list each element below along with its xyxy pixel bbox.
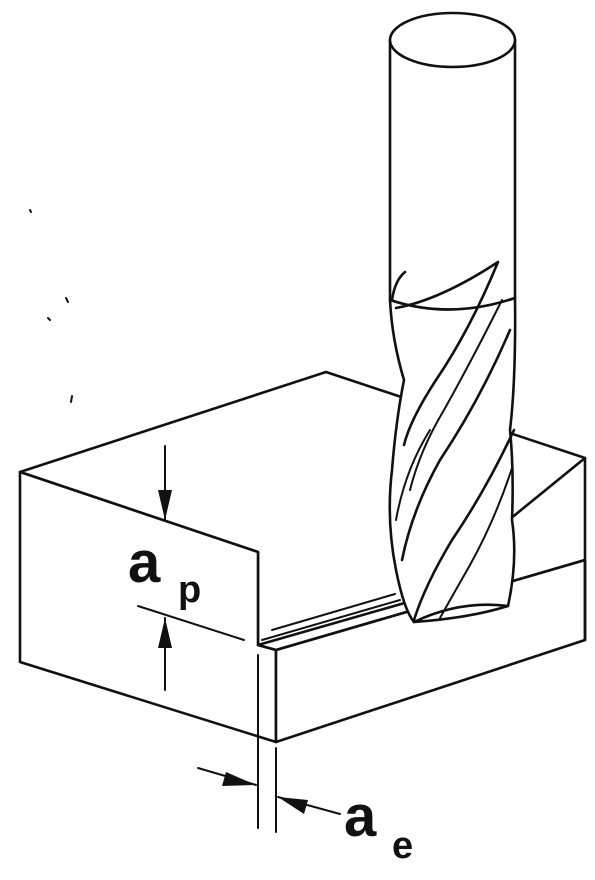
cutter-helix-6 bbox=[439, 467, 513, 619]
ae-dimension: a e bbox=[197, 654, 413, 867]
cutter-tip bbox=[412, 603, 510, 624]
step-inner-edge-2 bbox=[271, 593, 396, 631]
cutter-flute-body bbox=[388, 296, 517, 624]
cutter-helix-3 bbox=[400, 328, 512, 562]
step-inner-edge bbox=[261, 599, 401, 641]
scan-specks bbox=[29, 209, 73, 403]
ap-lower-arrowhead bbox=[158, 618, 172, 648]
cutter-helix-4 bbox=[412, 428, 516, 622]
cutter-helix-7 bbox=[395, 429, 431, 521]
ae-label-main: a bbox=[344, 784, 377, 849]
ap-label-main: a bbox=[128, 530, 161, 595]
cutter-helix-2 bbox=[390, 270, 407, 302]
ae-right-arrowhead bbox=[278, 797, 308, 814]
ap-upper-arrowhead bbox=[158, 490, 172, 520]
ap-reference-line bbox=[137, 605, 245, 641]
cutter-helix-1 bbox=[394, 260, 500, 447]
ap-dimension: a p bbox=[128, 445, 245, 691]
ae-label-sub: e bbox=[392, 825, 413, 867]
ap-label-sub: p bbox=[178, 569, 201, 611]
cutter-shank-top bbox=[388, 11, 517, 69]
ae-left-arrowhead bbox=[222, 772, 256, 786]
cutter-helix-5 bbox=[409, 299, 503, 491]
end-mill-cutter bbox=[388, 11, 517, 624]
